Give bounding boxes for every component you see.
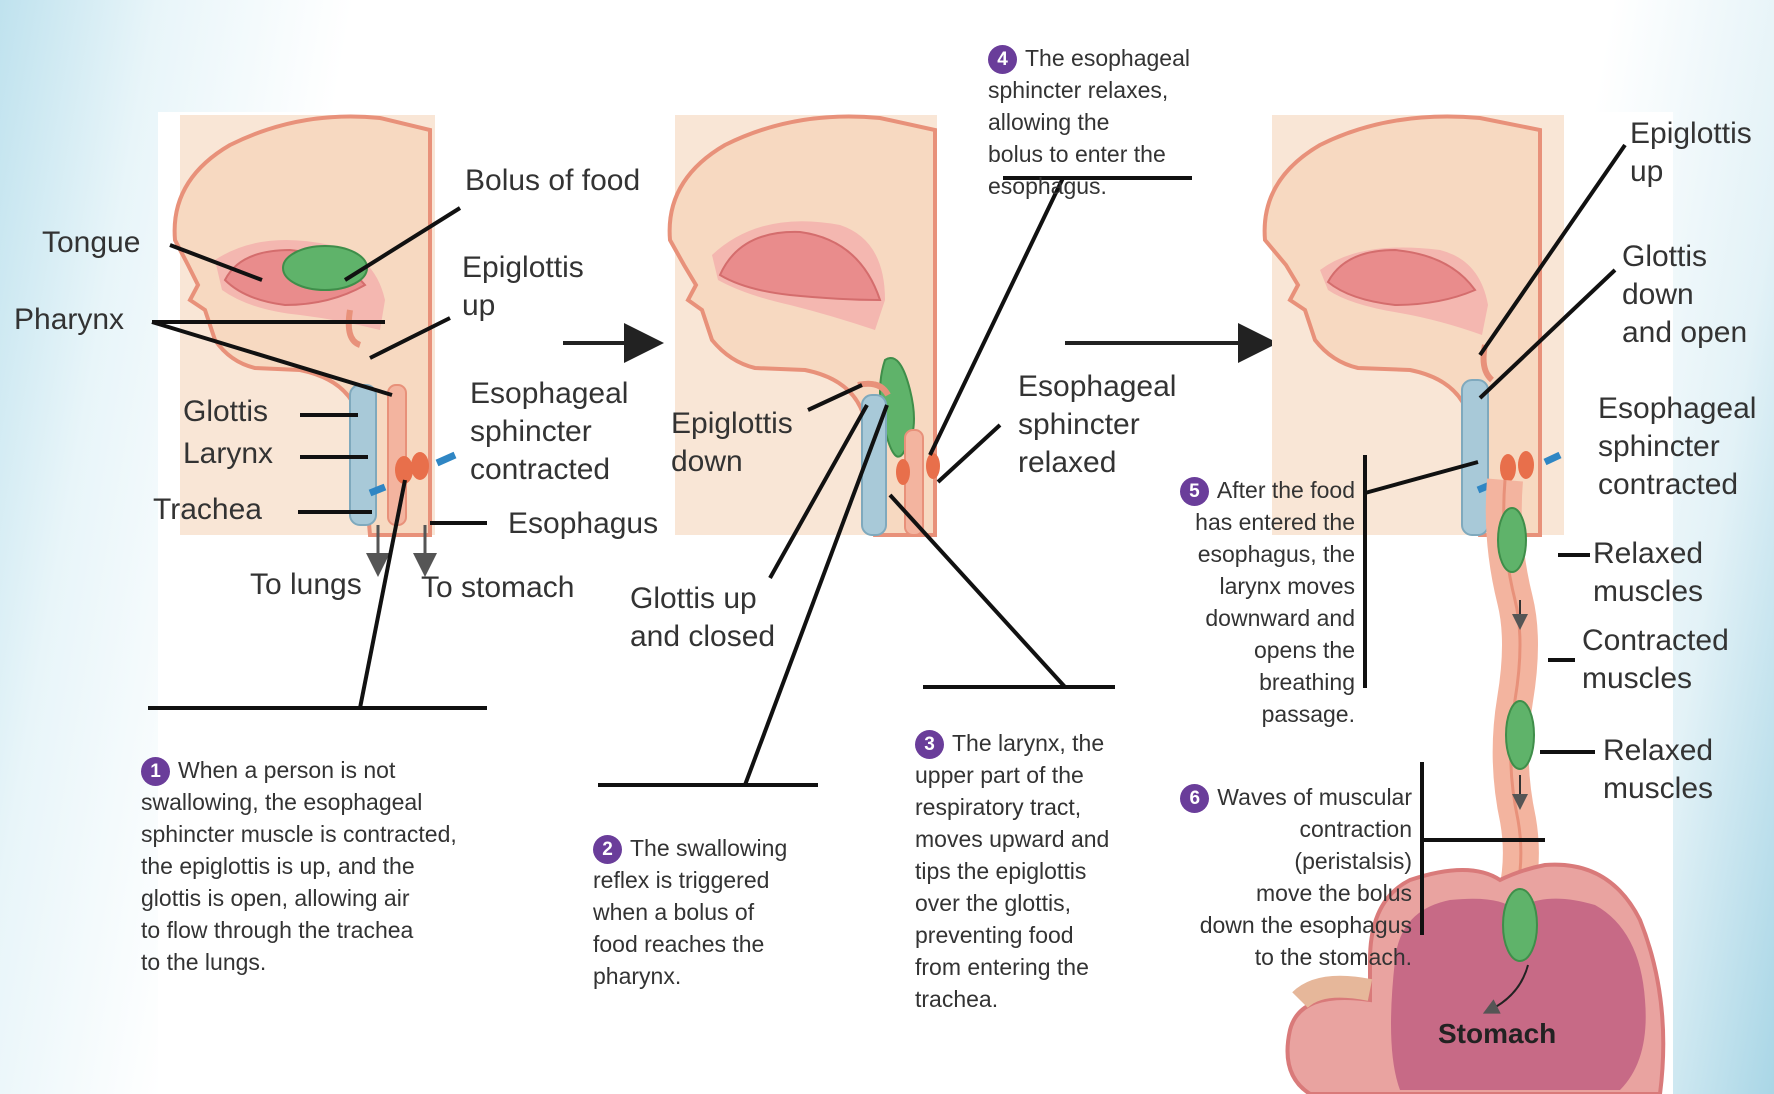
bolus-3a (1498, 508, 1526, 572)
label-to-lungs: To lungs (250, 566, 362, 604)
step-6-badge: 6 (1180, 784, 1209, 813)
label-glottis-down-and-open: Glottis down and open (1622, 238, 1747, 352)
step-1-text: When a person is not swallowing, the eso… (141, 757, 457, 975)
step-2-badge: 2 (593, 835, 622, 864)
label-larynx: Larynx (183, 435, 273, 473)
step-6-text: Waves of muscular contraction (peristals… (1200, 784, 1412, 970)
step-4-badge: 4 (988, 45, 1017, 74)
label-epiglottis-up-3: Epiglottis up (1630, 115, 1752, 191)
label-trachea: Trachea (153, 491, 262, 529)
step-3-badge: 3 (915, 730, 944, 759)
label-pharynx: Pharynx (14, 301, 124, 339)
label-relaxed-muscles-1: Relaxed muscles (1593, 535, 1703, 611)
sphincter-left-2 (896, 459, 910, 485)
bolus-3b (1506, 701, 1534, 769)
blue-arrow-1b (437, 455, 455, 463)
label-glottis-up-and-closed: Glottis up and closed (630, 580, 775, 656)
label-relaxed-muscles-2: Relaxed muscles (1603, 732, 1713, 808)
label-contracted-muscles: Contracted muscles (1582, 622, 1729, 698)
label-esophagus: Esophagus (508, 505, 658, 543)
trachea-3 (1462, 380, 1488, 535)
step-1-badge: 1 (141, 757, 170, 786)
label-bolus-of-food: Bolus of food (465, 162, 640, 200)
bolus-3c (1503, 889, 1537, 961)
esophagus-1 (388, 385, 406, 525)
sphincter-right-1 (411, 452, 429, 480)
bolus-1 (283, 246, 367, 290)
sphincter-right-2 (926, 453, 940, 479)
step-4-text: The esophageal sphincter relaxes, allowi… (988, 45, 1190, 199)
step-5-text: After the food has entered the esophagus… (1195, 477, 1355, 727)
sphincter-left-1 (395, 456, 413, 484)
label-to-stomach: To stomach (421, 569, 574, 607)
step-5-badge: 5 (1180, 477, 1209, 506)
label-epiglottis-down: Epiglottis down (671, 405, 793, 481)
esophagus-tube-3 (1498, 480, 1534, 900)
label-stomach: Stomach (1438, 1018, 1556, 1050)
label-esophageal-sphincter-contracted-1: Esophageal sphincter contracted (470, 375, 628, 489)
label-esophageal-sphincter-contracted-3: Esophageal sphincter contracted (1598, 390, 1756, 504)
sphincter-left-3 (1500, 454, 1516, 482)
label-glottis: Glottis (183, 393, 268, 431)
label-epiglottis-up-1: Epiglottis up (462, 249, 584, 325)
step-2-text: The swallowing reflex is triggered when … (593, 835, 787, 989)
step-3-text: The larynx, the upper part of the respir… (915, 730, 1109, 1012)
label-tongue: Tongue (42, 224, 140, 262)
sphincter-right-3 (1518, 451, 1534, 479)
